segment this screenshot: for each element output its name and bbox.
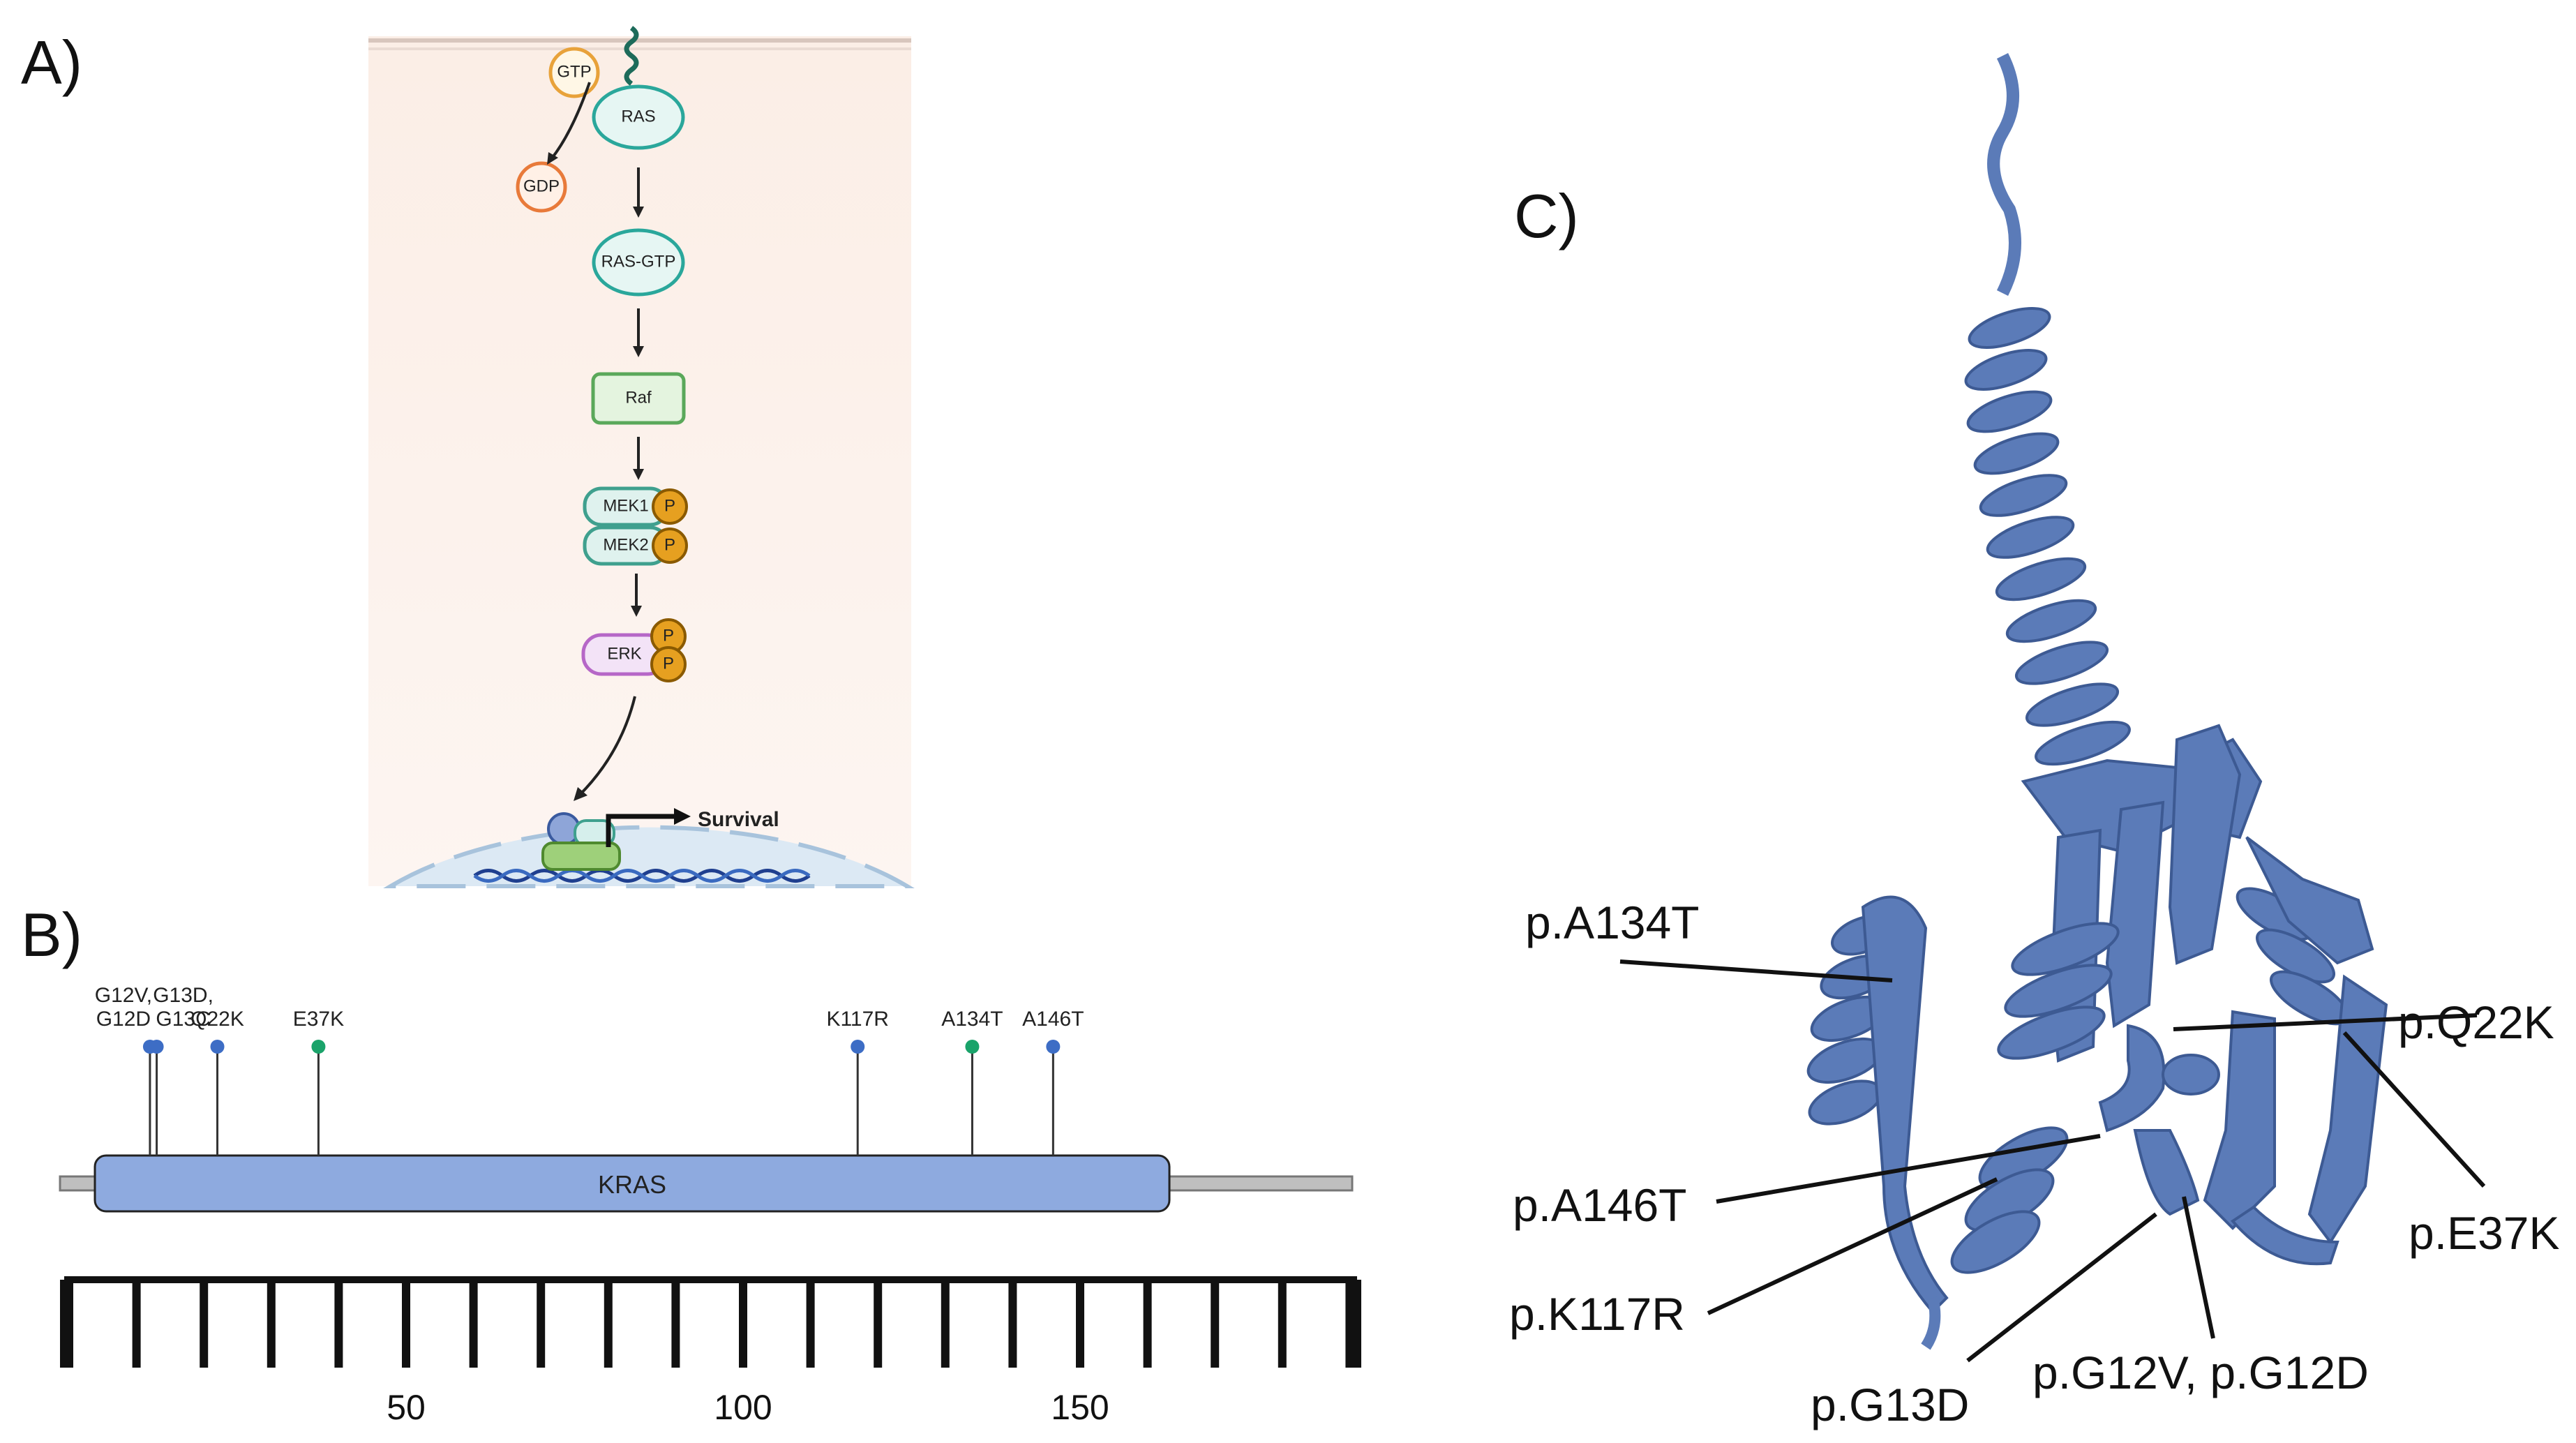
mutation-label: K117R: [826, 1008, 889, 1031]
leader-q22k: [2173, 1013, 2478, 1031]
mutation-label: G12D: [96, 1008, 151, 1031]
transcription-arrowhead: [674, 808, 691, 825]
mutation-label: A134T: [941, 1008, 1003, 1031]
panel-c-label: C): [1514, 181, 1579, 251]
arrow-erk-nucleus: [578, 696, 636, 797]
mek2-phospho: [652, 528, 688, 564]
leader-g13d: [1966, 1212, 2157, 1363]
panel-b-label: B): [21, 900, 82, 969]
axis-tick-label-150: 150: [1051, 1388, 1109, 1427]
arrowhead-mek-erk: [631, 606, 642, 617]
mutation-label: G13D,: [153, 984, 214, 1007]
leader-g12: [2182, 1196, 2215, 1339]
ras-node: [592, 84, 685, 150]
mutation-dot: [311, 1040, 326, 1054]
gtp-node: [548, 47, 600, 98]
mutation-label: E37K: [293, 1008, 344, 1031]
mutation-dot: [149, 1040, 164, 1054]
long-helix: [1964, 307, 2131, 766]
axis-tick-label-100: 100: [714, 1388, 772, 1427]
label-g12: p.G12V, p.G12D: [2032, 1347, 2369, 1398]
leader-a134t: [1619, 959, 1893, 982]
label-a146t: p.A146T: [1513, 1179, 1687, 1231]
transcription-start-arrow: [606, 814, 678, 847]
label-k117r: p.K117R: [1509, 1288, 1685, 1340]
mutation-label: Q22K: [190, 1008, 244, 1031]
mutation-dot: [851, 1040, 865, 1054]
gdp-node: [516, 161, 567, 213]
mutation-label: A146T: [1022, 1008, 1084, 1031]
membrane-anchor-icon: [624, 26, 639, 86]
gdp-label: GDP: [523, 177, 560, 195]
gtp-to-gdp-arrowhead: [547, 152, 558, 165]
erk-label: ERK: [607, 644, 641, 663]
leader-e37k: [2342, 1031, 2486, 1188]
label-e37k: p.E37K: [2409, 1207, 2560, 1259]
pathway-diagram: GTP RAS GDP RAS-GTP Raf MEK1 P MEK2 P: [368, 26, 915, 888]
gtp-label: GTP: [557, 62, 591, 81]
kras-domain: [93, 1154, 1171, 1213]
ras-gtp-node: [592, 228, 685, 297]
erk-phospho-2: [650, 646, 687, 682]
ras-gtp-label: RAS-GTP: [601, 252, 676, 271]
arrowhead-erk-nucleus: [574, 787, 587, 801]
ras-label: RAS: [621, 107, 655, 126]
mek1-phospho: [652, 488, 688, 525]
gtp-to-gdp-arrow: [550, 82, 591, 160]
leader-a146t: [1716, 1134, 2101, 1204]
axis-tick-label-50: 50: [387, 1388, 426, 1427]
arrowhead-ras-rasgtp: [633, 207, 644, 218]
globular-domain: [1806, 724, 2388, 1350]
structure-annotation-lines: [1619, 959, 2486, 1363]
erk-p1-label: P: [663, 626, 674, 645]
label-q22k: p.Q22K: [2398, 996, 2554, 1048]
mek1-p-label: P: [664, 496, 675, 515]
dna-strand-2: [473, 869, 811, 883]
panel-a-label: A): [21, 28, 82, 97]
mek2-p-label: P: [664, 535, 675, 554]
raf-node: [591, 372, 686, 425]
raf-label: Raf: [625, 388, 652, 407]
mutation-label: G13C: [156, 1008, 210, 1031]
mek2-label: MEK2: [603, 535, 648, 554]
mutation-label: G12V,: [95, 984, 152, 1007]
mutation-dot: [210, 1040, 225, 1054]
kras-domain-label: KRAS: [598, 1170, 666, 1199]
arrowhead-rasgtp-raf: [633, 346, 644, 357]
mutation-dot: [965, 1040, 980, 1054]
survival-label: Survival: [698, 808, 779, 831]
ruler-ticks: [60, 1280, 1361, 1368]
leader-k117r: [1707, 1177, 1998, 1315]
mutation-dot: [1046, 1040, 1061, 1054]
transcription-factor-green: [541, 842, 621, 871]
erk-p2-label: P: [663, 654, 674, 673]
mek1-label: MEK1: [603, 496, 648, 515]
label-a134t: p.A134T: [1525, 897, 1700, 948]
arrowhead-raf-mek: [633, 469, 644, 480]
label-g13d: p.G13D: [1811, 1379, 1969, 1430]
protein-structure-ribbon: [1806, 52, 2388, 1350]
terminal-coil: [1987, 52, 2021, 297]
